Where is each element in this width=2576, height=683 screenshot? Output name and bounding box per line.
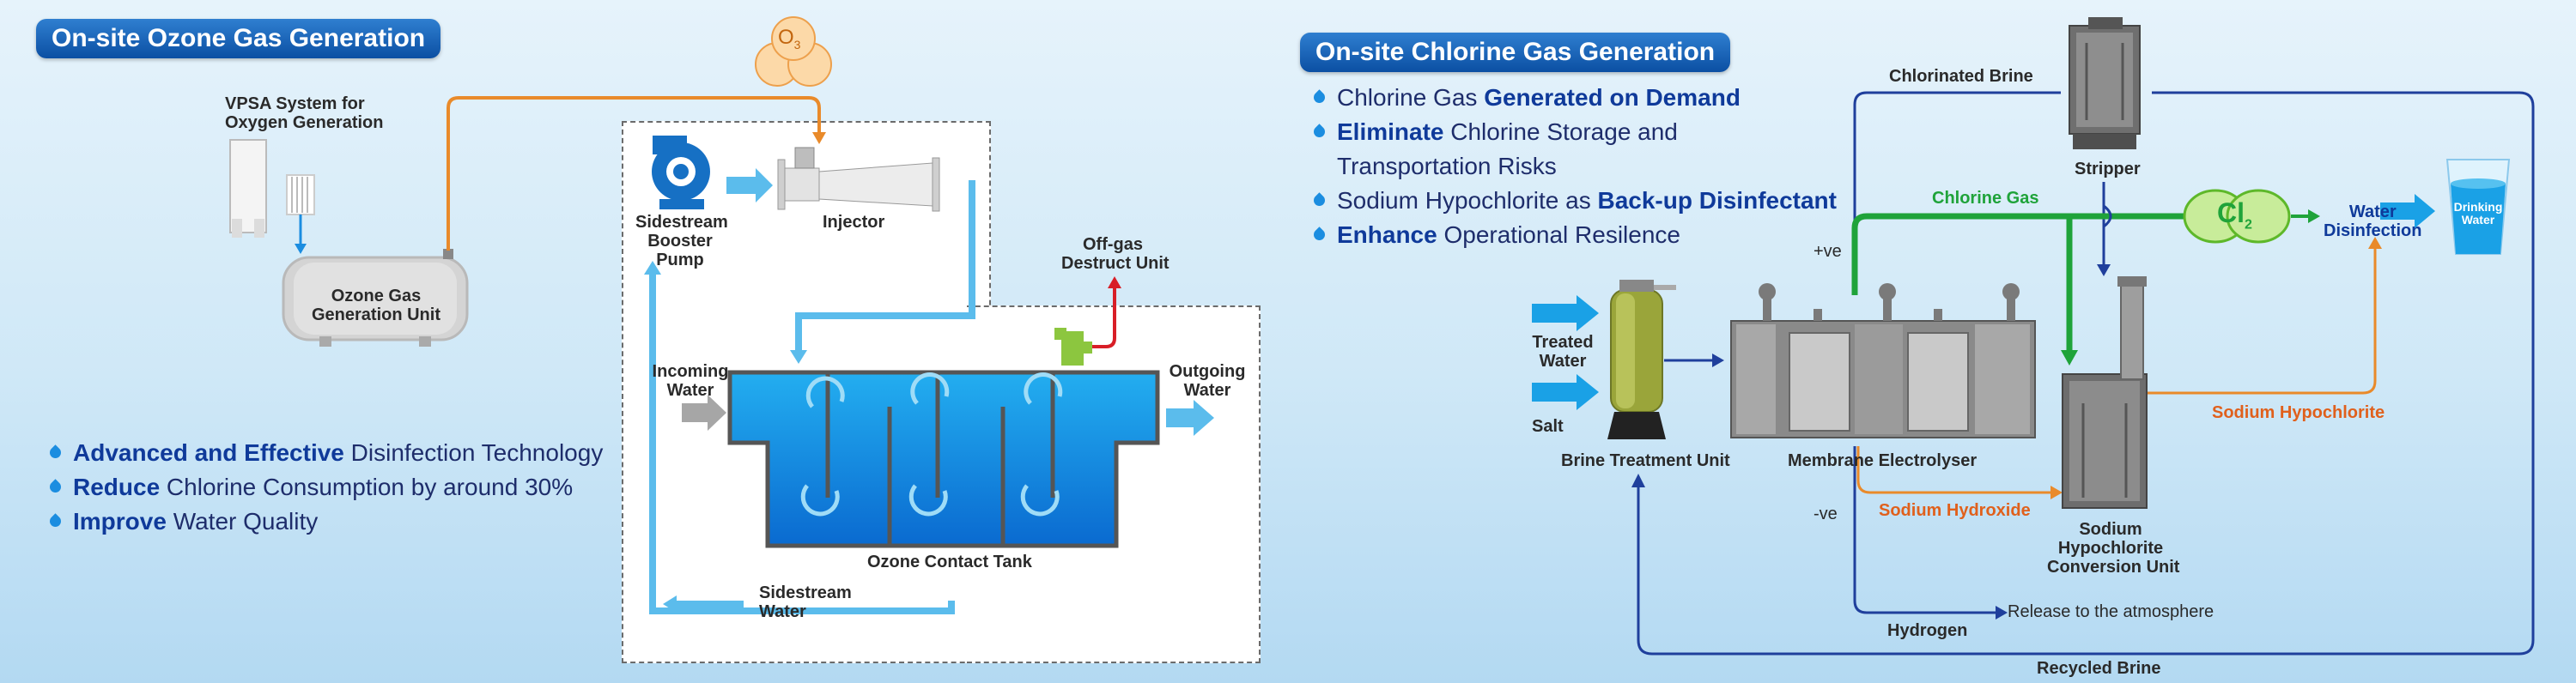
ozone-symbol: O3 [778,26,801,51]
recycled-brine-label: Recycled Brine [2037,659,2161,678]
vpsa-system-icon [229,139,315,254]
ozone-molecule-icon [755,16,832,87]
offgas-destruct-icon [1054,276,1121,366]
chlorine-title: On-site Chlorine Gas Generation [1300,33,1731,72]
hydrogen-label: Hydrogen [1887,621,1968,640]
brine-treatment-unit-icon [1607,280,1676,439]
plus-ve-label: +ve [1814,242,1842,261]
chlorinated-brine-label: Chlorinated Brine [1889,67,2033,86]
cl2-symbol: Cl2 [2217,197,2252,233]
brine-treatment-label: Brine Treatment Unit [1561,451,1730,470]
chlorine-benefit-3: Sodium Hypochlorite as Back-up Disinfect… [1311,184,1837,218]
release-label: Release to the atmosphere [2008,602,2215,621]
tank-label: Ozone Contact Tank [867,553,1032,571]
sodium-hydroxide-label: Sodium Hydroxide [1879,501,2031,520]
booster-pump-icon [652,136,710,209]
ozone-contact-tank [727,370,1160,548]
chlorine-benefit-2: Eliminate Chlorine Storage and [1311,115,1837,149]
injector-label: Injector [823,213,885,232]
stripper-label: Stripper [2075,160,2141,178]
chlorine-molecule-icon [2183,189,2291,244]
stripper-icon [2069,17,2141,149]
electrolyser-label: Membrane Electrolyser [1788,451,1978,470]
chlorine-benefit-2b: Transportation Risks [1337,153,1557,179]
ozone-title: On-site Ozone Gas Generation [36,19,441,58]
sodium-hypochlorite-label: Sodium Hypochlorite [2212,403,2385,422]
ozone-benefits: Advanced and Effective Disinfection Tech… [47,436,603,539]
injector-icon [777,147,940,212]
conversion-unit-icon [2062,276,2148,509]
chlorine-gas-label: Chlorine Gas [1932,189,2039,208]
ozone-benefit-2: Reduce Chlorine Consumption by around 30… [47,470,603,505]
ozone-benefit-3: Improve Water Quality [47,505,603,539]
ozone-benefit-1: Advanced and Effective Disinfection Tech… [47,436,603,470]
drinking-water-glass-icon [2445,159,2511,255]
membrane-electrolyser-icon [1730,283,2036,438]
chlorine-benefit-4: Enhance Operational Resilence [1311,218,1837,252]
chlorine-benefit-1: Chlorine Gas Generated on Demand [1311,81,1837,115]
minus-ve-label: -ve [1814,505,1838,523]
ozone-generator-tank [282,249,469,347]
salt-label: Salt [1532,417,1564,436]
chlorine-benefits: Chlorine Gas Generated on Demand Elimina… [1311,81,1837,252]
